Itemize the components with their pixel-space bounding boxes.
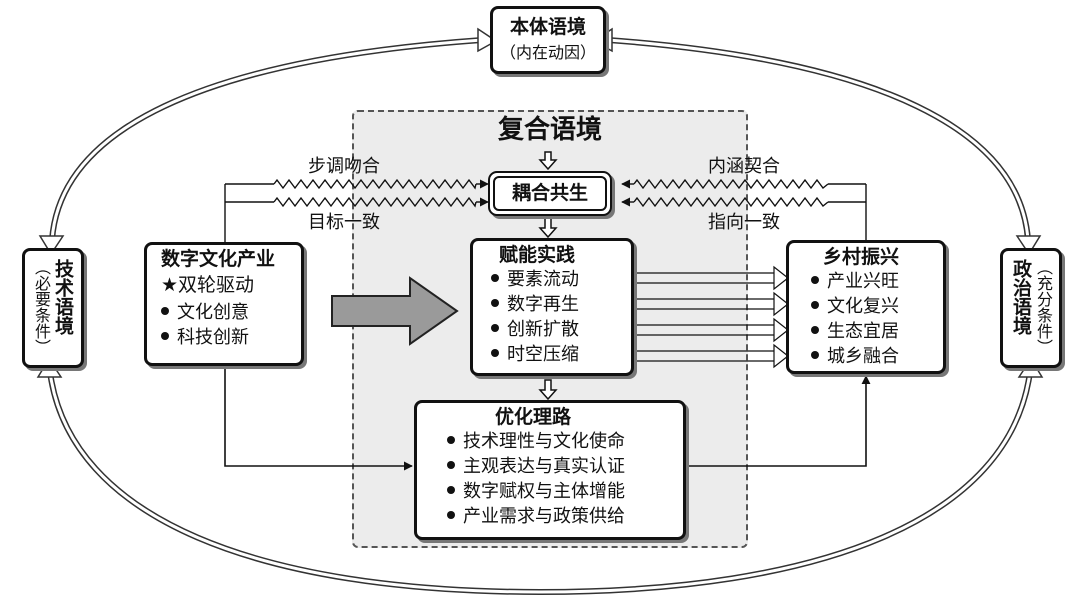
digital-industry-box: 数字文化产业 ★双轮驱动 文化创意 科技创新 [144,242,304,366]
ontology-context-subtitle: （内在动因） [499,43,596,62]
empowerment-title: 赋能实践 [499,244,576,266]
empowerment-item: 要素流动 [491,267,631,292]
ontology-context-box: 本体语境 （内在动因） [490,6,606,74]
technology-context-subtitle: （必要条件） [32,259,51,355]
digital-industry-title: 数字文化产业 [161,248,276,270]
link-label-pace: 步调吻合 [308,156,380,177]
political-context-title: 政治语境 [1010,259,1032,335]
coupling-title: 耦合共生 [511,182,588,204]
rural-revitalization-item: 文化复兴 [811,294,943,319]
empowerment-item: 时空压缩 [491,342,631,367]
digital-industry-highlight: ★双轮驱动 [161,274,255,296]
digital-industry-item: 科技创新 [161,325,301,350]
coupling-box: 耦合共生 [488,171,612,216]
optimization-item: 产业需求与政策供给 [447,504,683,529]
political-context-box: 政治语境 （充分条件） [1000,248,1062,368]
optimization-box: 优化理路 技术理性与文化使命 主观表达与真实认证 数字赋权与主体增能 产业需求与… [414,400,686,540]
outer-cycle-arcs [36,27,1044,596]
digital-industry-item: 文化创意 [161,300,301,325]
left-coupling-zigzag [224,178,489,244]
optimization-item: 技术理性与文化使命 [447,429,683,454]
empowerment-box: 赋能实践 要素流动 数字再生 创新扩散 时空压缩 [470,238,634,376]
empower-to-rural-arrows [634,265,789,369]
optimization-title: 优化理路 [495,406,572,428]
empowerment-item: 数字再生 [491,292,631,317]
elbow-connectors [224,366,871,471]
link-label-goal: 目标一致 [308,212,380,233]
optimization-item: 数字赋权与主体增能 [447,479,683,504]
rural-revitalization-title: 乡村振兴 [823,246,900,268]
rural-revitalization-box: 乡村振兴 产业兴旺 文化复兴 生态宜居 城乡融合 [786,240,946,374]
technology-context-box: （必要条件） 技术语境 [22,248,84,368]
driving-arrow [331,276,459,346]
technology-context-title: 技术语境 [52,259,74,335]
rural-revitalization-item: 生态宜居 [811,319,943,344]
composite-context-title: 复合语境 [497,115,602,145]
centre-down-arrows [538,151,558,401]
optimization-item: 主观表达与真实认证 [447,454,683,479]
empowerment-item: 创新扩散 [491,317,631,342]
political-context-subtitle: （充分条件） [1034,259,1053,355]
right-coupling-zigzag [621,178,867,244]
rural-revitalization-item: 城乡融合 [811,344,943,369]
rural-revitalization-item: 产业兴旺 [811,269,943,294]
ontology-context-title: 本体语境 [509,16,586,38]
link-label-direction: 指向一致 [708,212,780,233]
link-label-connotation: 内涵契合 [708,156,780,177]
